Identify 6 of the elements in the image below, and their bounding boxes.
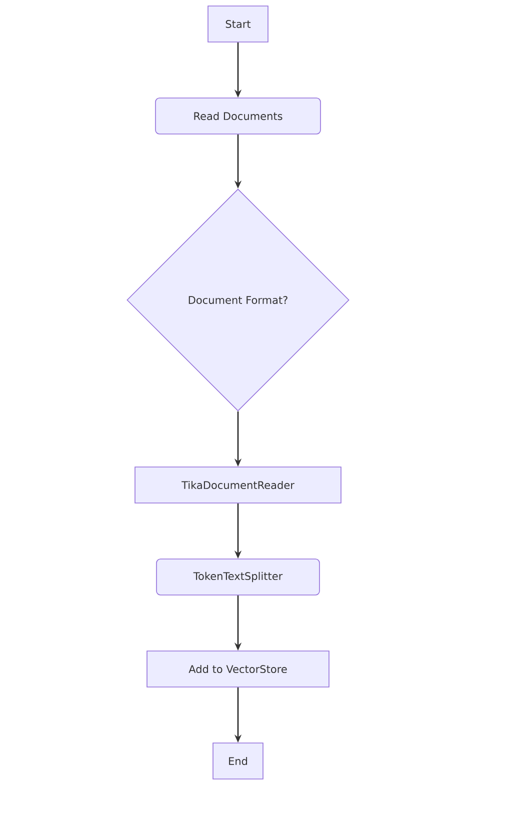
process-box: TikaDocumentReader [134, 466, 342, 504]
process-box: TokenTextSplitter [156, 558, 320, 596]
process-box: Start [208, 6, 268, 42]
process-box: Read Documents [155, 98, 321, 134]
process-box: End [212, 742, 264, 780]
process-box: Add to VectorStore [146, 650, 330, 688]
